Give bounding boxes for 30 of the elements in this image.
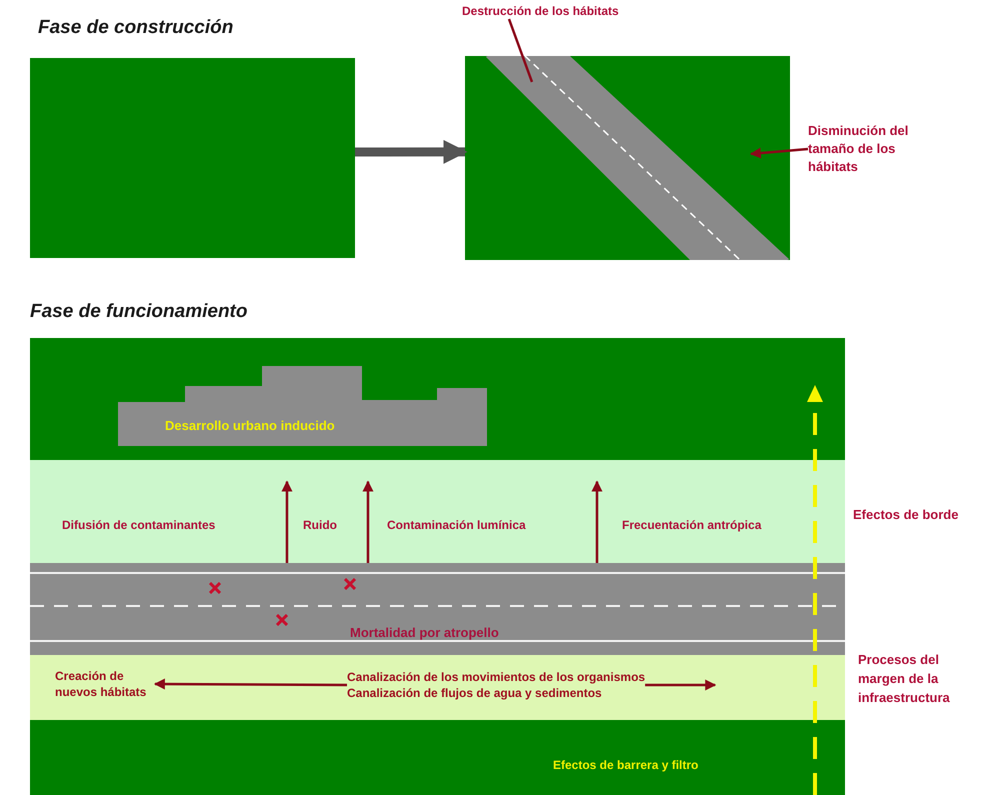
impact-label: Disminución del tamaño de los hábitats [808,122,910,176]
effect-label: Efectos de barrera y filtro [553,758,698,772]
effect-label: Frecuentación antrópica [622,518,762,532]
margin-band [30,655,845,720]
arrow [750,148,808,159]
block-arrow [355,140,468,164]
impact-label: Creación de nuevos hábitats [55,668,148,700]
impact-label: Canalización de los movimientos de los organismos [347,669,646,685]
section-heading: Fase de funcionamiento [30,300,248,324]
road-band [30,563,845,655]
arrow [281,480,292,563]
effect-label: Ruido [303,518,337,532]
habitat-patch [30,338,845,460]
zone-label: Procesos del margen de la infraestructura [858,651,951,707]
building-label: Desarrollo urbano inducido [165,418,335,433]
effect-label: Difusión de contaminantes [62,518,216,532]
impact-label: Mortalidad por atropello [350,625,499,640]
impact-label: Destrucción de los hábitats [462,4,619,19]
leader-line [508,18,534,82]
arrow [645,680,716,690]
effect-label: Contaminación lumínica [387,518,526,532]
arrow [154,678,347,690]
habitat-patch [30,58,355,258]
impact-label: Canalización de flujos de agua y sedimentos [347,685,603,701]
arrow [362,480,374,563]
arrow [592,480,602,563]
zone-label: Efectos de borde [853,506,960,524]
edge-effect-band [30,460,845,563]
habitat-band [30,720,845,795]
section-heading: Fase de construcción [38,16,234,40]
